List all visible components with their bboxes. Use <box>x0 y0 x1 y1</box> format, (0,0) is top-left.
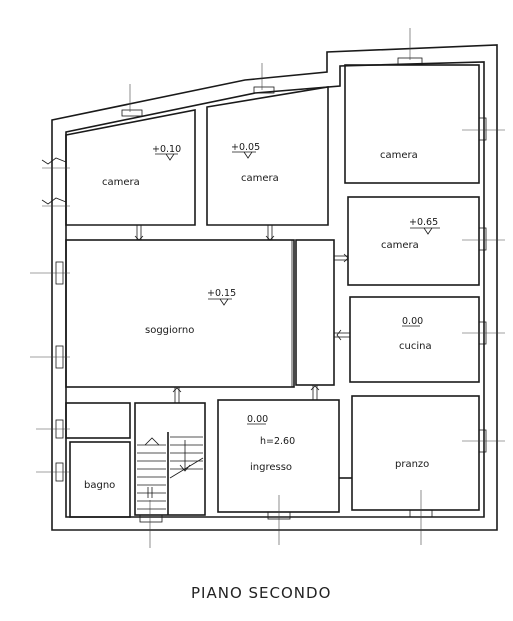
room-cucina-outline <box>349 296 480 383</box>
level-cucina: 0.00 <box>402 316 423 327</box>
label-bagno: bagno <box>84 480 115 491</box>
door-marks <box>136 225 350 498</box>
label-camera-nw: camera <box>102 177 140 188</box>
window-marks <box>55 57 487 523</box>
room-soggiorno-outline <box>65 239 295 388</box>
stair-up-arrow-icon <box>144 437 160 446</box>
outer-wall-inner <box>65 61 485 518</box>
level-camera-nm: +0.05 <box>231 142 260 153</box>
room-camera-nm-outline <box>206 86 329 226</box>
label-cucina: cucina <box>399 341 432 352</box>
room-bagno-outline <box>69 441 131 518</box>
door-arrow-icons <box>134 235 349 393</box>
level-camera-nw: +0.10 <box>152 144 181 155</box>
level-marker-icons <box>155 151 440 425</box>
window-axis-lines <box>30 28 505 548</box>
label-pranzo: pranzo <box>395 459 429 470</box>
stair-flight-left <box>137 444 166 510</box>
stair-block-outline <box>134 402 206 516</box>
corridor-outline <box>295 239 335 386</box>
outer-wall <box>51 44 498 531</box>
height-ingresso: h=2.60 <box>260 436 295 447</box>
level-camera-e: +0.65 <box>409 217 438 228</box>
level-ingresso: 0.00 <box>247 414 268 425</box>
break-mark-lower <box>41 197 67 205</box>
level-soggiorno: +0.15 <box>207 288 236 299</box>
plan-title: PIANO SECONDO <box>191 584 331 602</box>
room-camera-ne-outline <box>344 64 480 184</box>
label-camera-nm: camera <box>241 173 279 184</box>
room-closet-outline <box>65 402 131 439</box>
label-soggiorno: soggiorno <box>145 325 194 336</box>
room-pranzo-outline <box>351 395 480 511</box>
stair-break-line <box>169 457 204 479</box>
break-mark-upper <box>41 157 67 165</box>
stair-down-arrow-icon <box>179 464 191 472</box>
stair-flight-right <box>170 436 203 470</box>
label-ingresso: ingresso <box>250 462 292 473</box>
label-camera-e: camera <box>381 240 419 251</box>
label-camera-ne: camera <box>380 150 418 161</box>
room-ingresso-outline <box>217 399 340 513</box>
room-camera-nw-outline <box>65 109 196 226</box>
